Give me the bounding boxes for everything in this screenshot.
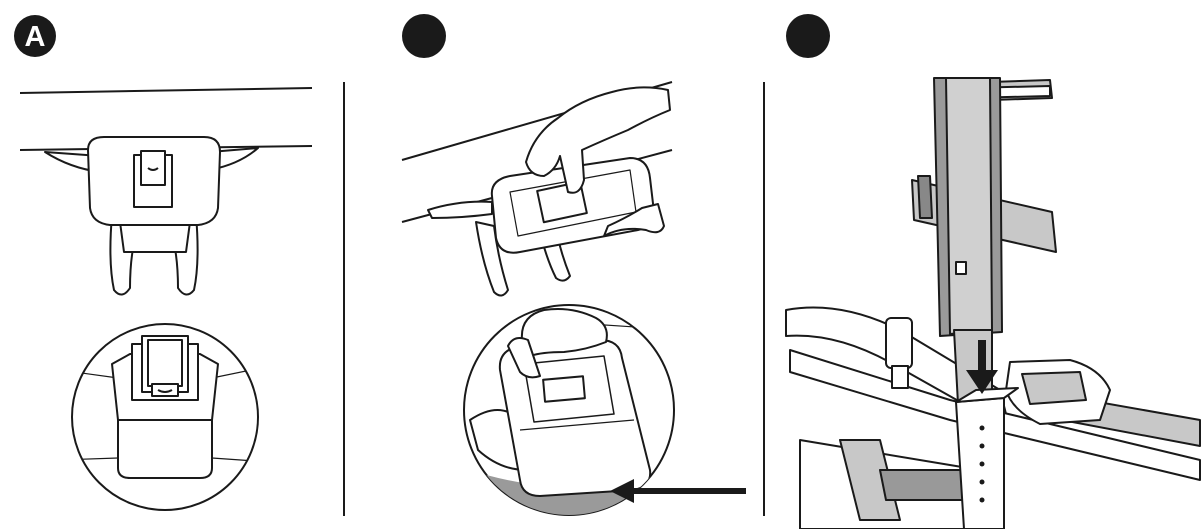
panel-a: A [14,15,313,511]
detail-circle-b [463,304,675,516]
step-badge-a [14,15,56,57]
push-arrow [610,479,746,503]
hitch-side-view [401,81,673,297]
insert-down-arrow [966,340,998,394]
panel-b [401,14,746,516]
panel-c [785,14,1201,529]
hitch-top-view [19,87,313,296]
step-badge-b [402,14,446,58]
detail-circle-a [71,323,259,511]
step-badge-a-letter: A [25,21,46,53]
rack-assembly [785,77,1201,529]
step-badge-c [786,14,830,58]
